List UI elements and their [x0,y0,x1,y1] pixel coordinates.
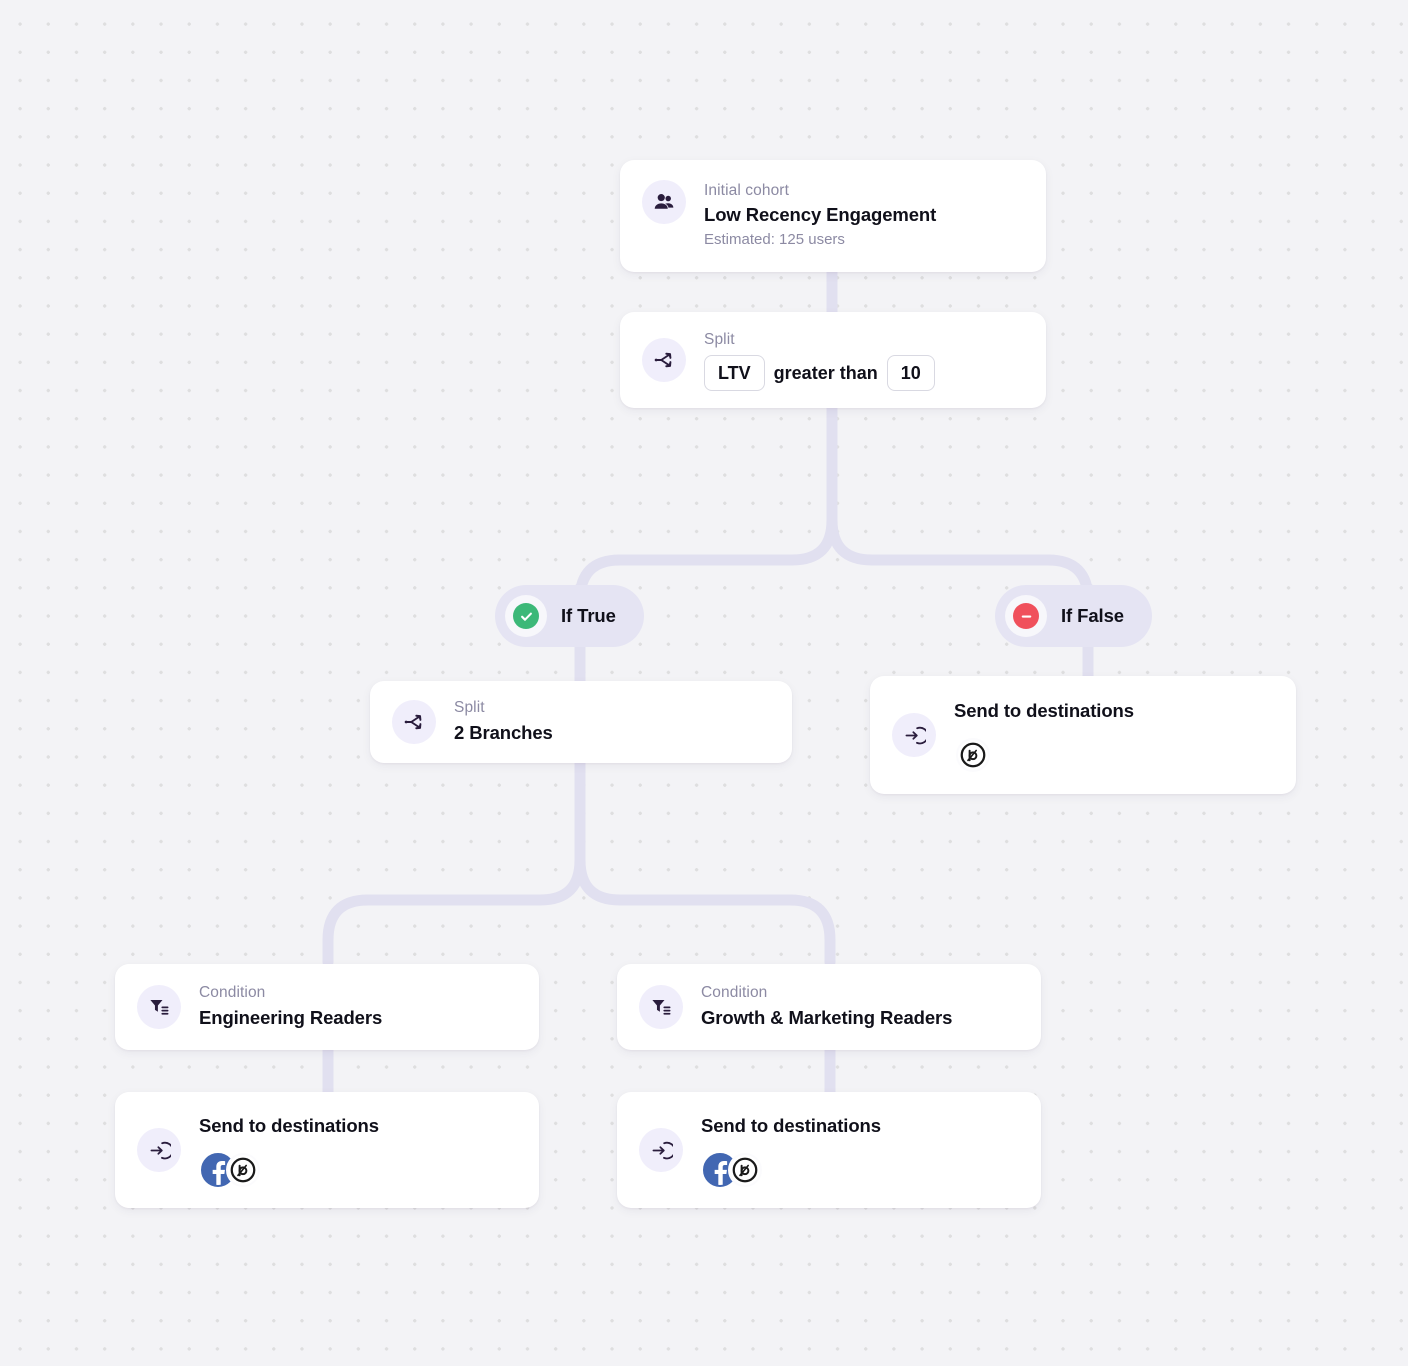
branch-pill-if-true[interactable]: If True [495,585,644,647]
if-true-label: If True [561,605,616,626]
destination-avatars [199,1153,517,1188]
split-field-token[interactable]: LTV [704,355,765,392]
send-to-icon [137,1128,181,1172]
split-icon [642,338,686,382]
if-false-label: If False [1061,605,1124,626]
edge-branch-to-left-condition [322,854,586,968]
send-to-icon [892,713,936,757]
split-branches-body: Split 2 Branches [454,697,770,746]
node-send-destinations-left[interactable]: Send to destinations [115,1092,539,1208]
split-icon [392,700,436,744]
node-send-destinations-right[interactable]: Send to destinations [617,1092,1041,1208]
filter-icon [639,985,683,1029]
users-icon [642,180,686,224]
facebook-logo[interactable] [703,1153,737,1188]
check-circle-icon [513,603,539,629]
edge-branch-to-right-condition [574,854,836,968]
split-value-token[interactable]: 10 [886,355,935,392]
condition-left-body: Condition Engineering Readers [199,982,517,1031]
destination-avatars [701,1153,1019,1188]
send-to-icon [639,1128,683,1172]
node-initial-cohort[interactable]: Initial cohort Low Recency Engagement Es… [620,160,1046,272]
if-false-badge [1005,595,1047,637]
node-split-condition[interactable]: Split LTV greater than 10 [620,312,1046,408]
split-branches-title: 2 Branches [454,721,553,743]
destination-avatars [954,738,1274,773]
minus-circle-icon [1013,603,1039,629]
if-true-badge [505,595,547,637]
node-split-branches[interactable]: Split 2 Branches [370,681,792,763]
split-branches-kicker: Split [454,699,485,717]
condition-left-title: Engineering Readers [199,1006,383,1028]
braze-logo[interactable] [956,738,990,773]
split-operator-label: greater than [773,362,878,383]
node-condition-engineering[interactable]: Condition Engineering Readers [115,964,539,1050]
send-right-body: Send to destinations [701,1113,1019,1188]
cohort-card-body: Initial cohort Low Recency Engagement Es… [704,180,1024,252]
condition-right-body: Condition Growth & Marketing Readers [701,982,1019,1031]
braze-logo[interactable] [728,1153,762,1188]
split-card-body: Split LTV greater than 10 [704,329,1024,392]
send-false-title: Send to destinations [954,699,1134,721]
node-condition-growth[interactable]: Condition Growth & Marketing Readers [617,964,1041,1050]
branch-pill-if-false[interactable]: If False [995,585,1152,647]
condition-left-kicker: Condition [199,984,266,1002]
send-right-title: Send to destinations [701,1114,881,1136]
send-false-body: Send to destinations [954,698,1274,773]
cohort-kicker: Initial cohort [704,182,789,199]
send-left-body: Send to destinations [199,1113,517,1188]
split-kicker: Split [704,330,735,348]
braze-logo[interactable] [226,1153,260,1188]
filter-icon [137,985,181,1029]
split-expression: LTV greater than 10 [704,355,1024,392]
node-send-destinations-false[interactable]: Send to destinations [870,676,1296,794]
condition-right-kicker: Condition [701,984,768,1002]
condition-right-title: Growth & Marketing Readers [701,1006,953,1028]
send-left-title: Send to destinations [199,1114,379,1136]
cohort-title: Low Recency Engagement [704,204,937,226]
cohort-estimate: Estimated: 125 users [704,231,845,249]
